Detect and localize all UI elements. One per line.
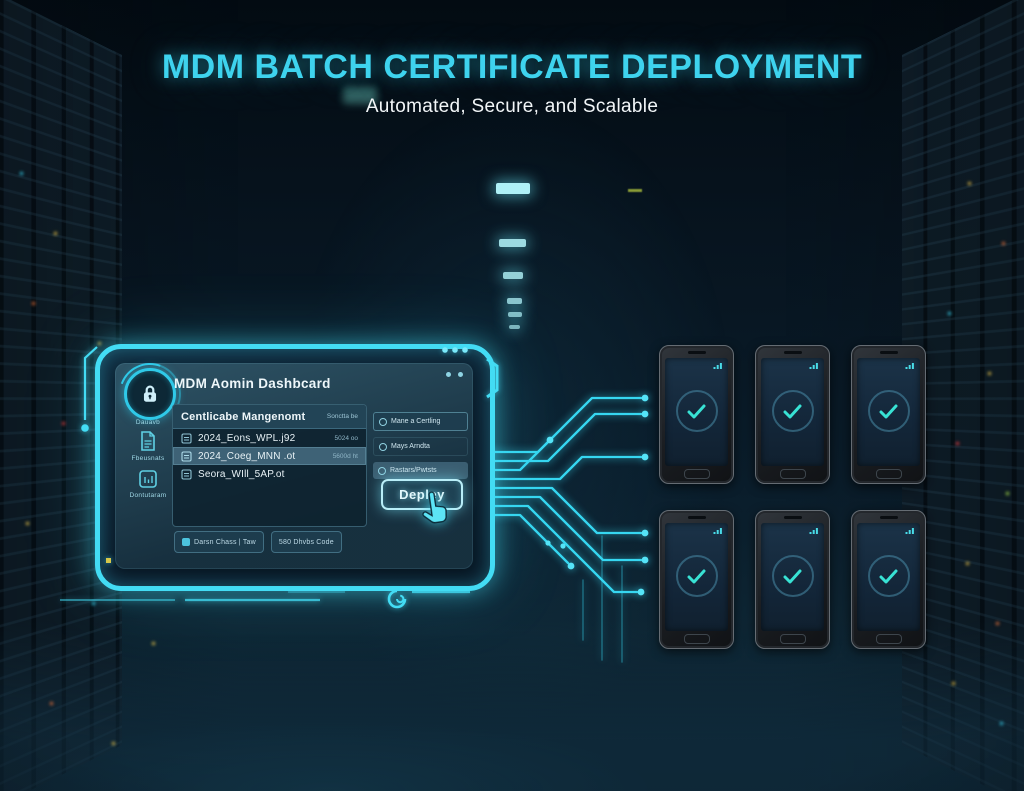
status-ring: [771, 390, 814, 432]
signal-icon: [905, 363, 914, 369]
phone-earpiece: [687, 516, 706, 519]
phone: [659, 345, 734, 484]
phone-screen: [761, 523, 824, 631]
phone-screen: [665, 358, 728, 466]
phone-earpiece: [687, 351, 706, 354]
status-ring: [867, 390, 910, 432]
phone-home-button: [875, 469, 902, 479]
phone-screen: [665, 523, 728, 631]
status-ring: [675, 555, 718, 597]
phone-earpiece: [879, 351, 898, 354]
signal-icon: [713, 528, 722, 534]
phone-screen: [857, 358, 920, 466]
phone: [755, 510, 830, 649]
phone: [659, 510, 734, 649]
status-ring: [771, 555, 814, 597]
checkmark-icon: [687, 404, 706, 418]
signal-icon: [713, 363, 722, 369]
signal-icon: [809, 528, 818, 534]
phone-screen: [761, 358, 824, 466]
phone-home-button: [875, 634, 902, 644]
signal-icon: [905, 528, 914, 534]
checkmark-icon: [879, 404, 898, 418]
checkmark-icon: [783, 404, 802, 418]
phone-home-button: [683, 634, 710, 644]
checkmark-icon: [783, 569, 802, 583]
checkmark-icon: [879, 569, 898, 583]
phone-screen: [857, 523, 920, 631]
phone-home-button: [779, 469, 806, 479]
phone-home-button: [779, 634, 806, 644]
phone-home-button: [683, 469, 710, 479]
status-ring: [867, 555, 910, 597]
signal-icon: [809, 363, 818, 369]
status-ring: [675, 390, 718, 432]
phone-earpiece: [783, 516, 802, 519]
phone-earpiece: [783, 351, 802, 354]
phone: [851, 345, 926, 484]
phone: [851, 510, 926, 649]
checkmark-icon: [687, 569, 706, 583]
phone: [755, 345, 830, 484]
phone-earpiece: [879, 516, 898, 519]
